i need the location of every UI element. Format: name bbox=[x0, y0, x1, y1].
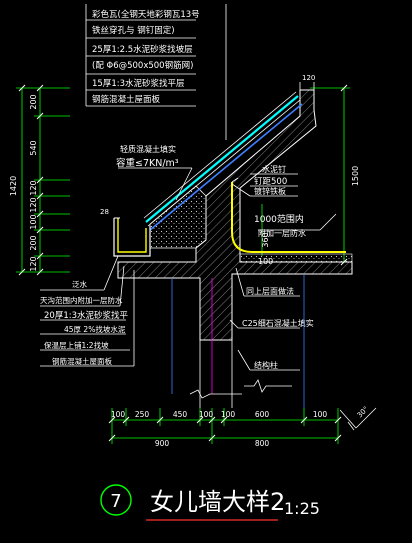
gutter bbox=[113, 217, 151, 257]
left-label-2: 天沟范围内附加一层防水 bbox=[40, 295, 123, 305]
left-dim-seg-5: 100 bbox=[29, 214, 38, 229]
bottom-dim-2: 250 bbox=[135, 410, 150, 419]
flashing-label: 镀锌铁板 bbox=[254, 186, 286, 196]
right-dim-inner: 360 bbox=[261, 232, 270, 247]
column-label: 结构柱 bbox=[254, 360, 278, 370]
detail-title: 女儿墙大样2 bbox=[150, 488, 285, 516]
bottom-dim-7: 100 bbox=[313, 410, 328, 419]
left-dim-total: 1420 bbox=[9, 176, 18, 196]
flashing bbox=[231, 182, 346, 253]
angle-label: 30° bbox=[356, 405, 370, 419]
gutter-height-dim: 28 bbox=[100, 208, 109, 216]
left-dim-seg-7: 120 bbox=[29, 256, 38, 271]
roof-layer-callout bbox=[85, 4, 227, 140]
angle-marker bbox=[339, 407, 377, 431]
bottom-dim-1: 100 bbox=[111, 410, 126, 419]
roof-layer-4: (配 Φ6@500x500钢筋网) bbox=[92, 60, 193, 71]
right-callouts bbox=[229, 173, 337, 371]
extra-layer-line1: 1000范围内 bbox=[254, 213, 304, 225]
top-cap-ticks bbox=[299, 82, 315, 90]
detail-scale: 1:25 bbox=[284, 499, 320, 518]
left-dim-seg-4: 120 bbox=[29, 197, 38, 212]
bottom-total-1: 900 bbox=[155, 439, 170, 448]
bottom-dim-3: 450 bbox=[173, 410, 188, 419]
drip-spacing-label: 钉距500 bbox=[254, 176, 287, 187]
fill-callout-line1: 轻质混凝土填实 bbox=[120, 144, 176, 154]
left-label-6: 钢筋混凝土屋面板 bbox=[52, 356, 112, 366]
left-label-1: 泛水 bbox=[72, 279, 87, 289]
left-dim-seg-3: 120 bbox=[29, 180, 38, 195]
fill-callout-line2: 容重≤7KN/m³ bbox=[116, 157, 179, 169]
roof-layer-3: 25厚1:2.5水泥砂浆找坡层 bbox=[92, 44, 193, 55]
detail-number-circle bbox=[100, 484, 132, 516]
roof-layer-5: 15厚1:3水泥砂浆找平层 bbox=[92, 78, 185, 89]
top-small-dim: 120 bbox=[302, 74, 315, 82]
extra-layer-line2: 附加一层防水 bbox=[258, 228, 306, 238]
roof-layer-1: 彩色瓦(全钢天地彩钢瓦13号 bbox=[92, 9, 200, 20]
left-label-5: 保温层上铺1:2找坡 bbox=[44, 340, 109, 350]
left-dim-seg-6: 200 bbox=[29, 235, 38, 250]
left-dim-seg-1: 200 bbox=[29, 94, 38, 109]
bottom-total-2: 800 bbox=[255, 439, 270, 448]
drip-label: 水泥钉 bbox=[262, 164, 286, 174]
left-callouts bbox=[40, 255, 135, 367]
fill-callout: 轻质混凝土填实 容重≤7KN/m³ bbox=[116, 144, 193, 201]
left-dimension-chain bbox=[16, 87, 70, 273]
bottom-dim-5: 100 bbox=[221, 410, 236, 419]
wall-concrete-label: C25细石混凝土填实 bbox=[242, 318, 314, 328]
roof-layer-2: 铁丝穿孔与 钢钉固定) bbox=[92, 25, 175, 36]
roof-bottom-label: 同上层面做法 bbox=[246, 286, 294, 296]
left-label-4: 45厚 2%找坡水泥 bbox=[64, 324, 126, 334]
roof-slab-right bbox=[239, 253, 353, 263]
roof-layer-6: 钢筋混凝土屋面板 bbox=[92, 94, 161, 105]
break-lines bbox=[189, 379, 292, 399]
detail-number: 7 bbox=[110, 491, 121, 512]
left-dimension-ticks bbox=[18, 84, 44, 276]
right-dim-total: 1500 bbox=[351, 166, 360, 186]
roof-layer-labels: 彩色瓦(全钢天地彩钢瓦13号 铁丝穿孔与 钢钉固定) 25厚1:2.5水泥砂浆找… bbox=[92, 9, 200, 105]
title-block: 7 女儿墙大样2 1:25 bbox=[100, 484, 320, 521]
roof-slope-layers bbox=[143, 91, 303, 231]
bottom-dimension-chain bbox=[111, 408, 339, 444]
bottom-dim-6: 600 bbox=[255, 410, 270, 419]
bottom-dim-4: 100 bbox=[199, 410, 214, 419]
left-label-3: 20厚1:3水泥砂浆找平 bbox=[44, 310, 128, 321]
left-dim-seg-2: 540 bbox=[29, 140, 38, 155]
guide-lines bbox=[171, 274, 305, 408]
